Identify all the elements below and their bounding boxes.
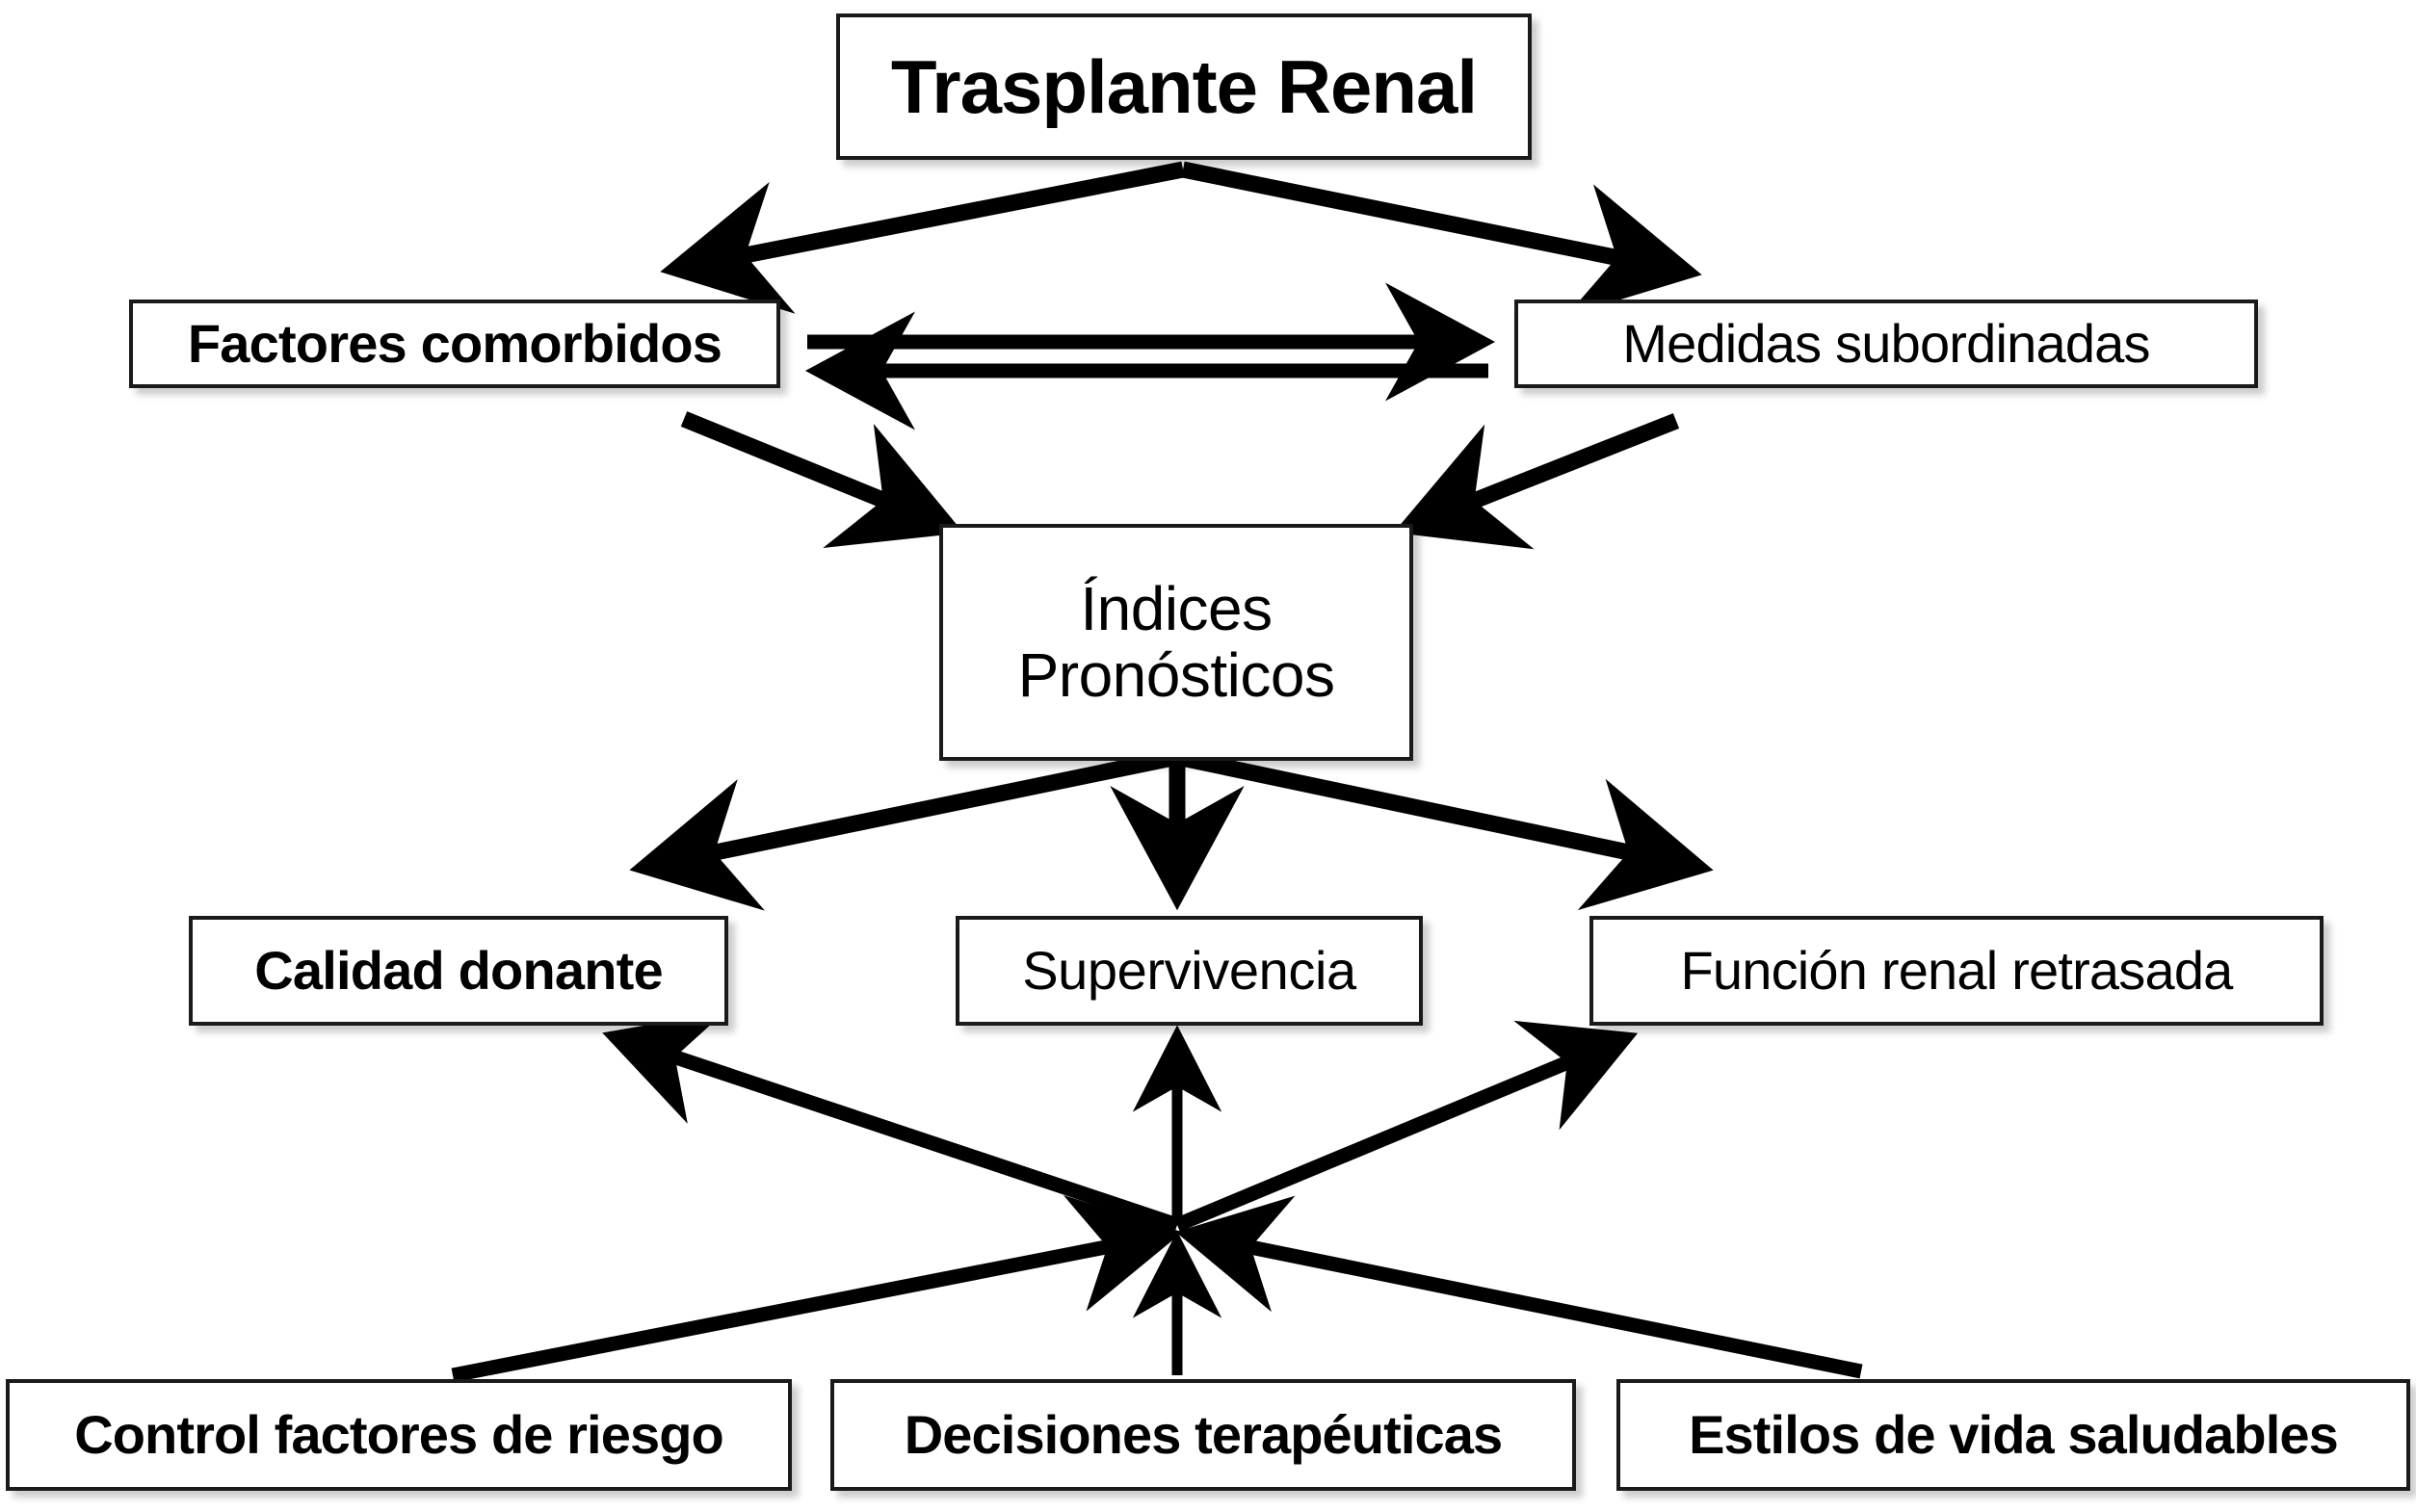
- edge-hub-to-funcion: [1174, 1020, 1639, 1232]
- node-estilos-de-vida-saludables-label: Estilos de vida saludables: [1689, 1403, 2339, 1465]
- node-decisiones-terapeuticas-label: Decisiones terapéuticas: [904, 1403, 1503, 1465]
- node-funcion-renal-retrasada[interactable]: Función renal retrasada: [1589, 916, 2324, 1026]
- edge-comorbidos-to-indices: [680, 411, 964, 549]
- edge-trasplante-to-comorbidos: [660, 161, 1185, 314]
- node-trasplante-renal[interactable]: Trasplante Renal: [836, 13, 1532, 160]
- node-calidad-donante-label: Calidad donante: [254, 939, 663, 1001]
- node-funcion-renal-retrasada-label: Función renal retrasada: [1680, 939, 2233, 1001]
- edge-estilos-to-hub: [1175, 1195, 1863, 1379]
- edge-hub-to-calidad: [602, 1011, 1180, 1233]
- edge-indices-to-calidad: [629, 748, 1179, 911]
- node-control-factores-de-riesgo[interactable]: Control factores de riesgo: [6, 1379, 792, 1491]
- edge-control-to-hub: [451, 1194, 1183, 1383]
- node-indices-pronosticos-label: Índices Pronósticos: [1017, 573, 1335, 710]
- node-supervivencia-label: Supervivencia: [1022, 939, 1356, 1001]
- node-control-factores-de-riesgo-label: Control factores de riesgo: [74, 1403, 724, 1465]
- edge-trasplante-to-medidas: [1181, 161, 1702, 317]
- node-calidad-donante[interactable]: Calidad donante: [189, 916, 728, 1026]
- node-factores-comorbidos-label: Factores comorbidos: [187, 312, 722, 374]
- node-factores-comorbidos[interactable]: Factores comorbidos: [129, 300, 780, 388]
- node-trasplante-renal-label: Trasplante Renal: [890, 43, 1478, 129]
- edge-medidas-to-indices: [1393, 413, 1680, 550]
- node-decisiones-terapeuticas[interactable]: Decisiones terapéuticas: [830, 1379, 1576, 1491]
- node-supervivencia[interactable]: Supervivencia: [956, 916, 1423, 1026]
- node-medidas-subordinadas-label: Medidas subordinadas: [1622, 312, 2150, 374]
- node-indices-pronosticos[interactable]: Índices Pronósticos: [939, 524, 1413, 761]
- edge-indices-to-funcion: [1175, 748, 1714, 911]
- node-medidas-subordinadas[interactable]: Medidas subordinadas: [1514, 300, 2258, 388]
- node-estilos-de-vida-saludables[interactable]: Estilos de vida saludables: [1616, 1379, 2410, 1491]
